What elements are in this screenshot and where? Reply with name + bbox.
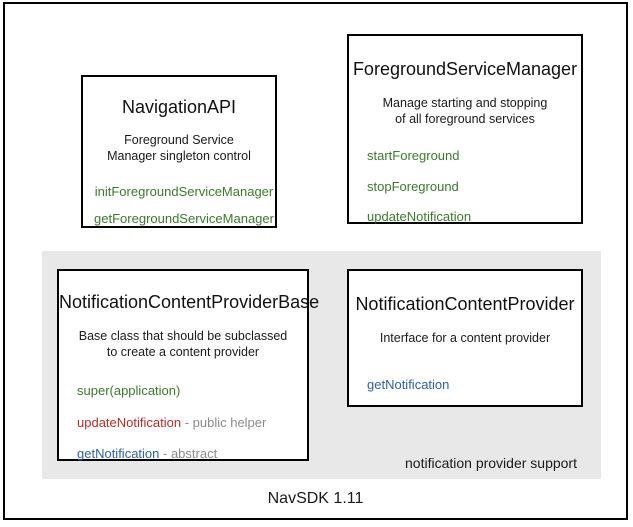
member-name: updateNotification — [77, 414, 182, 430]
member-name: stopForeground — [367, 178, 459, 194]
member-name: updateNotification — [367, 208, 472, 224]
member-row[interactable]: getNotification - abstract — [77, 446, 307, 462]
sdk-version-label: NavSDK 1.11 — [267, 490, 364, 507]
member-note: - public helper — [181, 414, 267, 430]
member-list: initForegroundServiceManager getForegrou… — [83, 184, 275, 227]
class-description: Base class that should be subclassed to … — [78, 328, 288, 360]
member-note: - abstract — [159, 445, 218, 461]
class-description: Manage starting and stopping of all fore… — [382, 95, 548, 127]
class-box-notification-content-provider-base[interactable]: NotificationContentProviderBase Base cla… — [57, 269, 320, 462]
class-box-notification-content-provider[interactable]: NotificationContentProvider Interface fo… — [347, 269, 583, 407]
group-panel-label: notification provider support — [405, 455, 577, 471]
member-row[interactable]: stopForeground — [367, 179, 581, 195]
class-box-navigation-api[interactable]: NavigationAPI Foreground Service Manager… — [81, 75, 277, 228]
class-box-foreground-service-manager[interactable]: ForegroundServiceManager Manage starting… — [347, 34, 583, 224]
class-title: ForegroundServiceManager — [352, 59, 578, 79]
member-row[interactable]: super(application) — [77, 383, 307, 399]
member-name: getNotification — [367, 377, 450, 393]
member-list: super(application) updateNotification - … — [59, 383, 307, 462]
class-description: Interface for a content provider — [379, 330, 551, 345]
member-name: getNotification — [77, 445, 160, 461]
class-title: NavigationAPI — [121, 97, 237, 117]
member-list: getNotification — [349, 377, 581, 393]
member-list: startForeground stopForeground updateNot… — [349, 148, 581, 225]
class-description: Foreground Service Manager singleton con… — [107, 132, 251, 164]
sdk-frame: notification provider support NavSDK 1.1… — [3, 2, 628, 520]
member-row[interactable]: getForegroundServiceManager — [93, 211, 275, 227]
member-name: startForeground — [367, 148, 460, 164]
class-title: NotificationContentProvider — [355, 294, 575, 314]
member-row[interactable]: updateNotification — [367, 209, 581, 225]
member-row[interactable]: updateNotification - public helper — [77, 415, 307, 431]
member-row[interactable]: startForeground — [367, 148, 581, 164]
member-name: getForegroundServiceManager — [94, 210, 274, 226]
member-name: super(application) — [77, 383, 181, 399]
member-name: initForegroundServiceManager — [94, 184, 274, 200]
class-title: NotificationContentProviderBase — [59, 292, 320, 312]
member-row[interactable]: getNotification — [367, 377, 581, 393]
member-row[interactable]: initForegroundServiceManager — [93, 184, 275, 200]
